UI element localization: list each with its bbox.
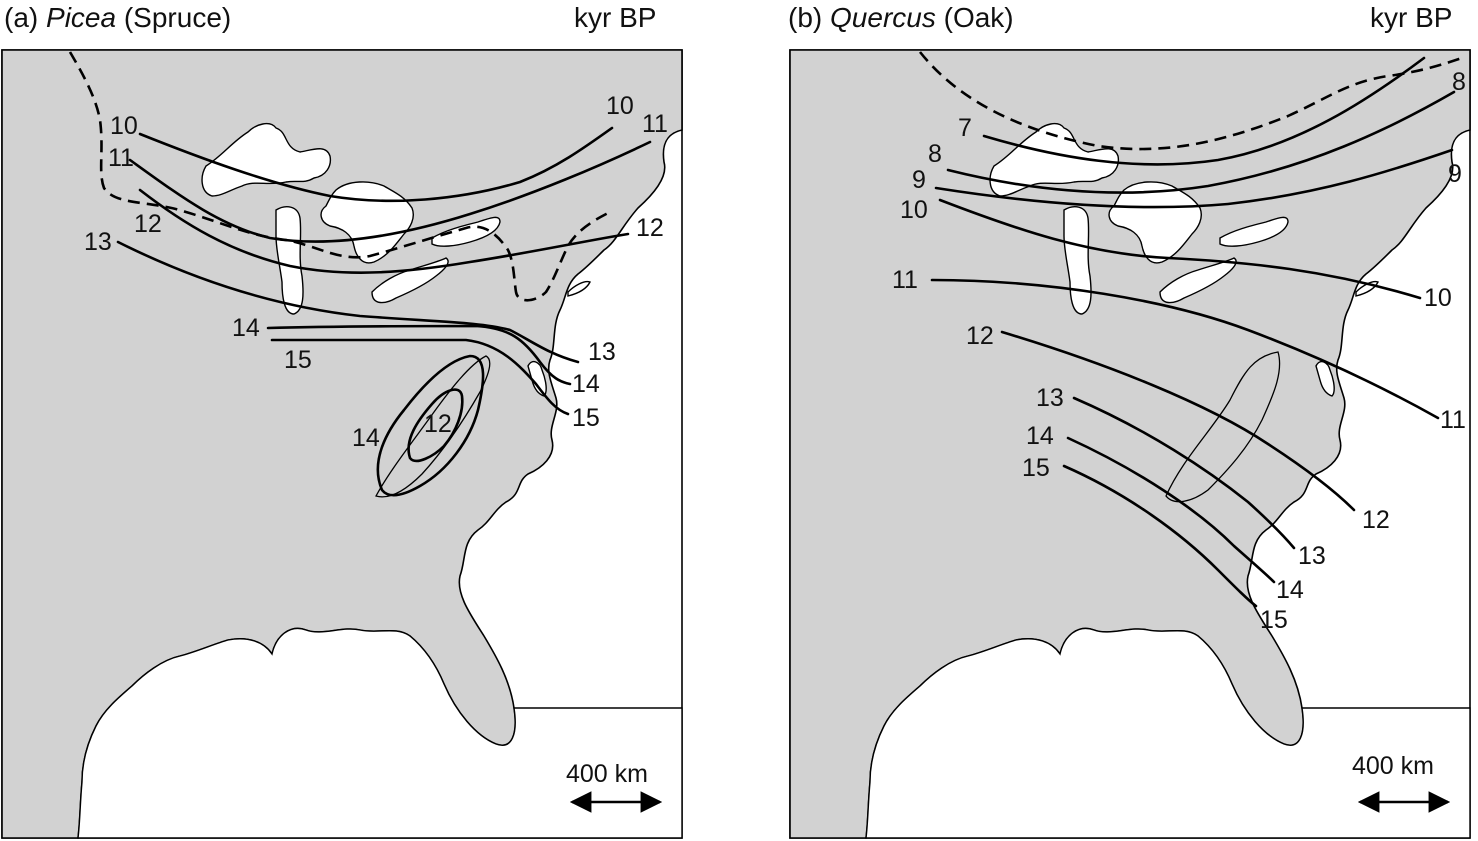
panel-a-label-14-east: 14 (572, 370, 600, 398)
panel-b-scale-label: 400 km (1352, 752, 1434, 780)
panel-a-label-14-west: 14 (232, 314, 260, 342)
panel-b-isochrone-7 (982, 56, 1426, 166)
panel-b-label-14-west: 14 (1026, 422, 1054, 450)
panel-b-label-15-east: 15 (1260, 606, 1288, 634)
panel-a-label-15-west: 15 (284, 346, 312, 374)
panel-a-units: kyr BP (574, 2, 657, 33)
panel-b-label-13-west: 13 (1036, 384, 1064, 412)
panel-a-label-11-east: 11 (642, 110, 668, 138)
panel-a-label-14-refugium: 14 (352, 424, 380, 452)
panel-b-label-11-east: 11 (1440, 406, 1466, 434)
panel-a-isochrone-14 (266, 324, 572, 386)
panel-b-isochrone-15 (1062, 464, 1258, 608)
panel-b-isochrone-10 (938, 198, 1422, 300)
panel-a-label-12-west: 12 (134, 210, 162, 238)
panel-b-basemap (790, 50, 1470, 838)
panel-a-label-11-west: 11 (108, 144, 134, 172)
panel-a-refugium-outline (375, 355, 491, 498)
panel-a-basemap (2, 50, 682, 838)
panel-a-isochrone-14-closed (376, 354, 485, 497)
panel-b-common-name: (Oak) (943, 2, 1014, 33)
panel-b-label-12-east: 12 (1362, 506, 1390, 534)
panel-a-label-13-west: 13 (84, 228, 112, 256)
panel-b-label-10-west: 10 (900, 196, 928, 224)
panel-b-genus: Quercus (830, 2, 936, 33)
panel-a-label-15-east: 15 (572, 404, 600, 432)
panel-a-label-12-east: 12 (636, 214, 664, 242)
panel-b-label-9-east: 9 (1448, 160, 1462, 188)
panel-a-isochrone-12-closed (407, 388, 464, 463)
panel-a-common-name: (Spruce) (123, 2, 232, 33)
panel-a-isochrone-12 (138, 188, 630, 274)
panel-a-label-10-east: 10 (606, 92, 634, 120)
panel-b-ice-margin (918, 51, 1463, 151)
panel-b-isochrone-14 (1066, 436, 1276, 584)
panel-a-label-12-refugium: 12 (424, 410, 452, 438)
panel-b-map: 400 km 7 8 8 9 9 10 10 11 11 12 12 13 13… (790, 50, 1470, 838)
panel-b-title: (b) Quercus (Oak) (788, 2, 1014, 34)
panel-b-label-9-west: 9 (912, 166, 926, 194)
panel-b-label-13-east: 13 (1298, 542, 1326, 570)
panel-b-label-8-west: 8 (928, 140, 942, 168)
panel-b-label-7: 7 (958, 114, 972, 142)
panel-a-prefix: (a) (4, 2, 39, 33)
panel-a-isochrone-13 (116, 240, 580, 364)
panel-a-genus: Picea (46, 2, 117, 33)
panel-b-label-15-west: 15 (1022, 454, 1050, 482)
panel-a-title: (a) Picea (Spruce) (4, 2, 231, 34)
panel-a-scale-label: 400 km (566, 760, 648, 788)
panel-a-isochrone-11 (128, 140, 652, 243)
panel-b-label-12-west: 12 (966, 322, 994, 350)
panel-b-isochrone-11 (930, 278, 1440, 420)
panel-b-label-11-west: 11 (892, 266, 918, 294)
panel-b-isochrone-12 (1000, 330, 1356, 512)
panel-a-map: 400 km 10 10 11 11 12 12 13 13 14 14 15 … (2, 50, 682, 838)
panel-b-isochrone-13 (1072, 396, 1296, 550)
panel-b-isochrone-9 (934, 148, 1454, 209)
panel-b-label-8-east: 8 (1452, 68, 1466, 96)
panel-a-label-13-east: 13 (588, 338, 616, 366)
panel-b-units: kyr BP (1370, 2, 1453, 33)
panel-b-appalachian-outline (1165, 351, 1281, 503)
panel-b-isochrone-8 (946, 90, 1456, 194)
panel-a-label-10-west: 10 (110, 112, 138, 140)
panel-b-label-10-east: 10 (1424, 284, 1452, 312)
panel-b-prefix: (b) (788, 2, 823, 33)
panel-a-isochrone-10 (138, 126, 614, 203)
panel-a-isochrone-15 (270, 338, 570, 416)
panel-b-label-14-east: 14 (1276, 576, 1304, 604)
panel-a-ice-margin (68, 51, 611, 302)
